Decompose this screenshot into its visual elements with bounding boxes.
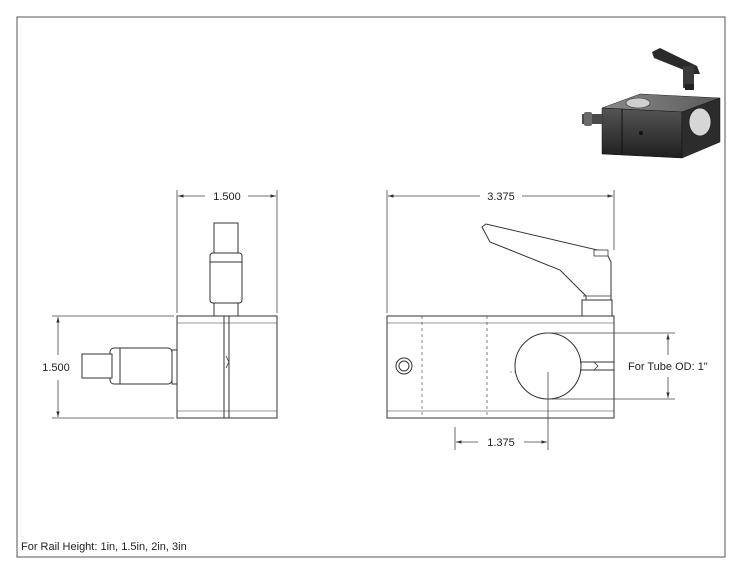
rail-height-note: For Rail Height: 1in, 1.5in, 2in, 3in: [21, 541, 187, 553]
front-view: [386, 223, 615, 419]
hole-offset-dimension: [454, 372, 549, 450]
tube-od-dimension: [548, 332, 675, 400]
front-width-dimension: [386, 190, 615, 313]
tube-od-note: For Tube OD: 1": [628, 361, 708, 373]
side-height-dimension: [52, 315, 174, 419]
hole-offset-label: 1.375: [487, 437, 515, 449]
side-view: [81, 222, 278, 419]
side-width-label: 1.500: [213, 191, 241, 203]
front-width-label: 3.375: [487, 191, 515, 203]
sheet-border: [16, 16, 726, 558]
side-height-label: 1.500: [42, 362, 70, 374]
isometric-view: [582, 48, 721, 159]
side-width-dimension: [176, 190, 278, 313]
